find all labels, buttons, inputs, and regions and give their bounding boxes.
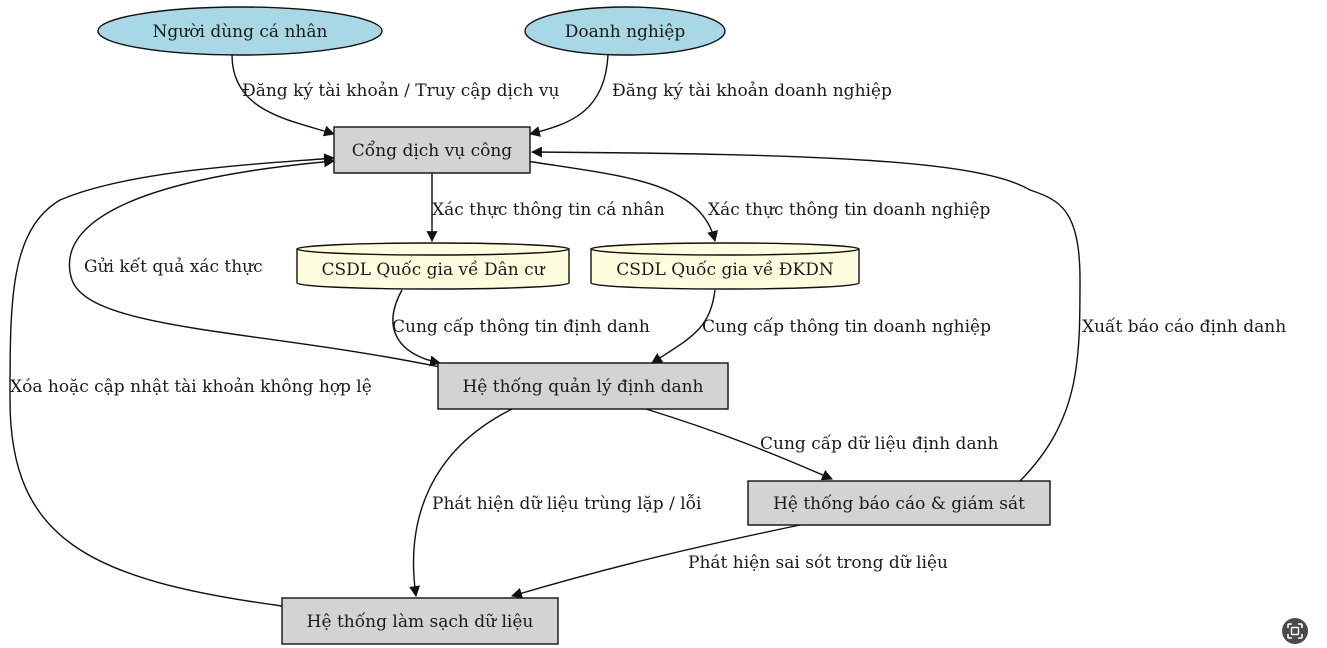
edge-label: Gửi kết quả xác thực bbox=[84, 257, 263, 277]
node-label: Hệ thống làm sạch dữ liệu bbox=[307, 612, 534, 632]
edge-label: Cung cấp dữ liệu định danh bbox=[760, 434, 999, 454]
node-shape bbox=[281, 597, 559, 645]
node-ht-lam-sach: Hệ thống làm sạch dữ liệu bbox=[281, 597, 559, 645]
edge-ht-bao-cao-to-cong-dvc bbox=[530, 146, 1081, 482]
lens-scan-icon[interactable] bbox=[1282, 618, 1308, 644]
edge-csdl-dan-cu-to-ht-quan-ly bbox=[392, 289, 442, 367]
node-label: CSDL Quốc gia về Dân cư bbox=[321, 260, 545, 280]
edge-label: Phát hiện sai sót trong dữ liệu bbox=[688, 553, 948, 573]
node-shape bbox=[437, 362, 729, 410]
edge-csdl-dkdn-to-ht-quan-ly bbox=[651, 289, 716, 364]
edge-doanh-nghiep-to-cong-dvc bbox=[528, 54, 609, 137]
node-label: Người dùng cá nhân bbox=[153, 22, 328, 42]
edge-label: Cung cấp thông tin định danh bbox=[392, 317, 650, 337]
node-doanh-nghiep: Doanh nghiệp bbox=[524, 6, 726, 56]
node-ht-bao-cao: Hệ thống báo cáo & giám sát bbox=[747, 480, 1051, 526]
edge-label: Xuất báo cáo định danh bbox=[1082, 317, 1286, 337]
node-label: Hệ thống báo cáo & giám sát bbox=[773, 494, 1025, 514]
edge-ht-bao-cao-to-ht-lam-sach bbox=[510, 524, 801, 599]
node-ca-nhan: Người dùng cá nhân bbox=[97, 6, 383, 56]
node-shape bbox=[333, 126, 531, 174]
node-label: Hệ thống quản lý định danh bbox=[462, 377, 703, 397]
edge-cong-dvc-to-csdl-dkdn bbox=[519, 159, 718, 243]
edge-label: Xác thực thông tin doanh nghiệp bbox=[708, 200, 991, 220]
edge-label: Đăng ký tài khoản doanh nghiệp bbox=[612, 81, 892, 101]
node-shape bbox=[747, 480, 1051, 526]
edge-ht-quan-ly-to-ht-lam-sach bbox=[409, 408, 513, 598]
edges-layer bbox=[9, 54, 1081, 607]
node-label: Doanh nghiệp bbox=[565, 22, 686, 42]
edge-label: Cung cấp thông tin doanh nghiệp bbox=[702, 317, 991, 337]
edge-label: Phát hiện dữ liệu trùng lặp / lỗi bbox=[432, 494, 702, 514]
node-shape bbox=[524, 6, 726, 56]
node-shape-lid bbox=[296, 248, 570, 256]
node-cong-dvc: Cổng dịch vụ công bbox=[333, 126, 531, 174]
edge-label: Xác thực thông tin cá nhân bbox=[432, 200, 665, 220]
node-csdl-dan-cu: CSDL Quốc gia về Dân cư bbox=[296, 242, 570, 290]
edge-labels-layer: Đăng ký tài khoản / Truy cập dịch vụ Đăng… bbox=[10, 81, 1286, 573]
node-shape bbox=[97, 6, 383, 56]
node-label: Cổng dịch vụ công bbox=[352, 141, 512, 161]
edge-ht-quan-ly-to-cong-dvc bbox=[68, 156, 441, 368]
edge-label: Đăng ký tài khoản / Truy cập dịch vụ bbox=[242, 81, 559, 101]
node-label: CSDL Quốc gia về ĐKDN bbox=[616, 260, 834, 280]
node-ht-quan-ly: Hệ thống quản lý định danh bbox=[437, 362, 729, 410]
edge-ht-quan-ly-to-ht-bao-cao bbox=[645, 408, 834, 481]
node-shape-lid bbox=[590, 248, 860, 256]
node-csdl-dkdn: CSDL Quốc gia về ĐKDN bbox=[590, 242, 860, 290]
edge-ht-lam-sach-to-cong-dvc bbox=[9, 153, 336, 607]
edge-ca-nhan-to-cong-dvc bbox=[231, 54, 336, 137]
edge-label: Xóa hoặc cập nhật tài khoản không hợp lệ bbox=[10, 377, 372, 397]
